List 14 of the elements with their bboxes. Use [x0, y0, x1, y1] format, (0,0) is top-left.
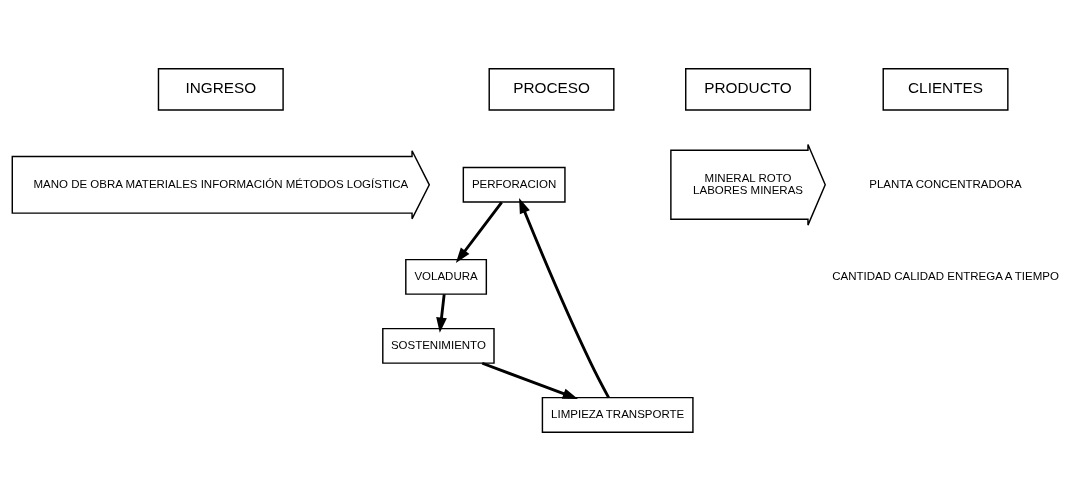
- arrow: [481, 361, 579, 399]
- node-box: VOLADURA: [405, 258, 488, 295]
- arrow: [436, 293, 447, 333]
- label: CANTIDAD CALIDAD ENTREGA A TIEMPO: [832, 269, 1059, 282]
- node-box: INGRESO: [157, 67, 284, 111]
- label: PLANTA CONCENTRADORA: [869, 177, 1022, 190]
- node-box: LIMPIEZA TRANSPORTE: [541, 396, 694, 433]
- arrow: [455, 200, 503, 263]
- node-box: PRODUCTO: [685, 67, 812, 111]
- node-box: PERFORACION: [462, 166, 566, 203]
- arrow: [519, 197, 610, 398]
- node-box: CLIENTES: [882, 67, 1009, 111]
- node-box: SOSTENIMIENTO: [382, 327, 495, 364]
- node-box: PROCESO: [488, 67, 615, 111]
